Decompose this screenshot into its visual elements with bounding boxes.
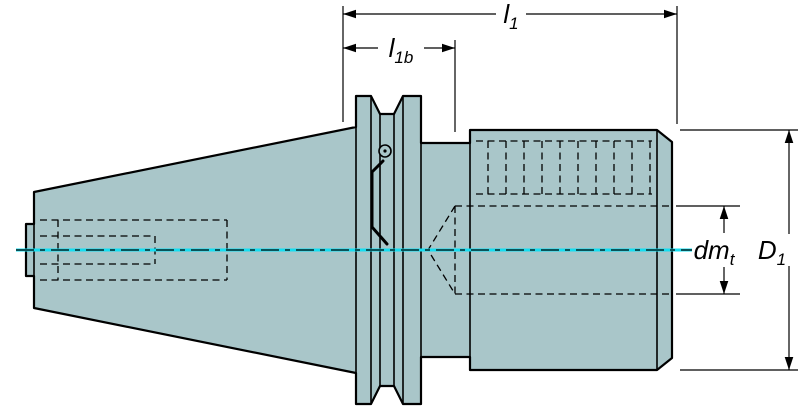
dmt-arrow-bottom <box>719 281 729 294</box>
set-screw-center-dot <box>383 149 387 153</box>
dimension-l1b: l1b <box>343 33 456 132</box>
hidden-clamping-bore-lines <box>427 205 670 295</box>
d1-arrow-top <box>784 130 794 143</box>
l1-extension-lines <box>342 6 678 124</box>
dimension-D1: D1 <box>680 129 798 371</box>
dim-label-dmt: dmt <box>694 235 736 269</box>
d1-extension-lines <box>680 129 798 371</box>
coolant-channel-line <box>370 159 389 246</box>
dimension-dmt: dmt <box>676 205 740 295</box>
dim-label-l1: l1 <box>503 0 518 33</box>
dim-label-l1b: l1b <box>389 33 414 67</box>
hidden-slot-lines <box>476 140 652 195</box>
dimensions: l1 l1b dmt <box>342 0 798 371</box>
l1-arrow-left <box>343 9 356 19</box>
dim-label-D1: D1 <box>758 235 786 269</box>
dimension-l1: l1 <box>342 0 678 124</box>
dmt-arrow-top <box>719 206 729 219</box>
l1b-arrow-left <box>343 43 356 53</box>
l1-arrow-right <box>664 9 677 19</box>
d1-arrow-bottom <box>784 357 794 370</box>
l1b-arrow-right <box>442 43 455 53</box>
dmt-extension-lines <box>676 205 740 295</box>
